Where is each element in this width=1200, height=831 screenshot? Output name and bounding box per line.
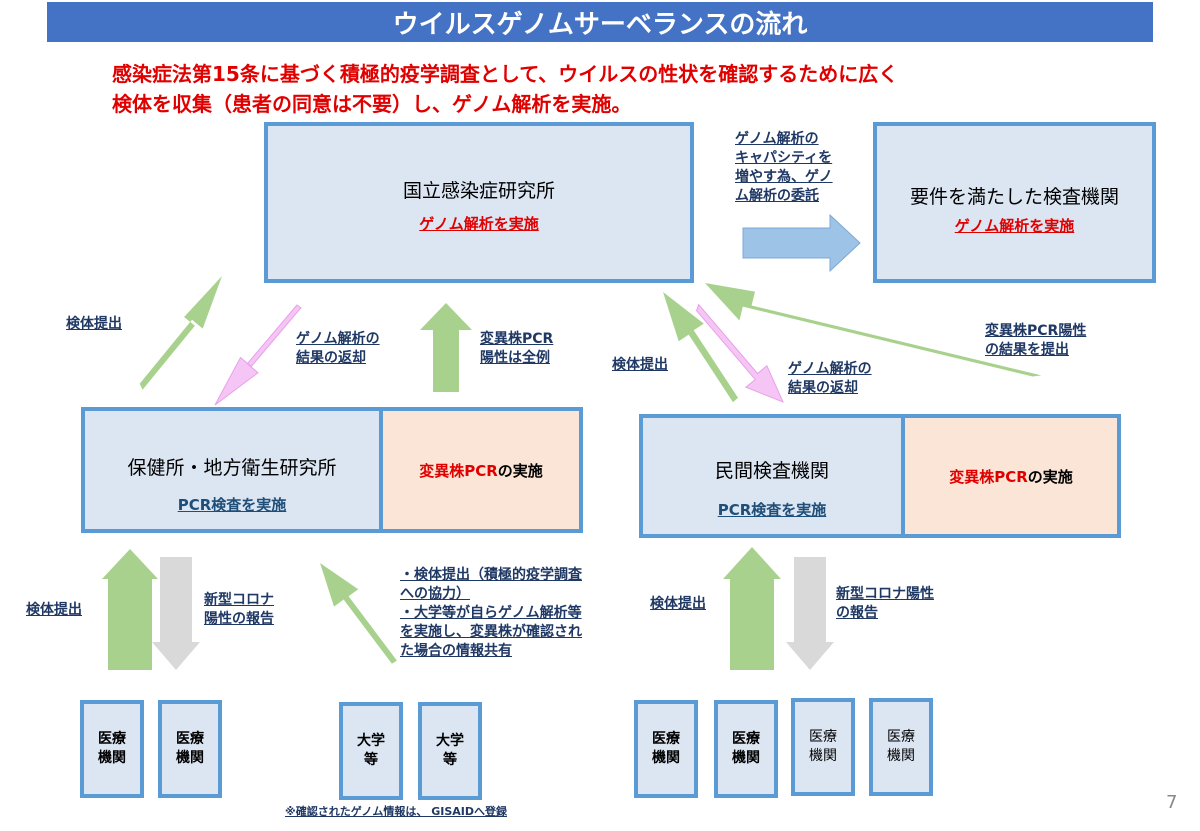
niid-name: 国立感染症研究所 [402,180,555,202]
return-label-left: ゲノム解析の 結果の返却 [296,331,380,366]
medical-institution-2: 医療機関 [158,700,222,798]
public-health-box: 保健所・地方衛生研究所 PCR検査を実施 [81,407,383,533]
private-lab-name: 民間検査機関 [714,460,829,482]
title-banner: ウイルスゲノムサーベランスの流れ [47,2,1153,42]
return-arrow-right [695,303,784,403]
submit-arrow-right [663,292,738,403]
intro-line-1: 感染症法第15条に基づく積極的疫学調査として、ウイルスの性状を確認するために広く [112,62,899,86]
university-1: 大学等 [339,702,403,800]
report-label-right: 新型コロナ陽性 の報告 [836,586,934,621]
report-arrow-left [152,557,200,670]
submit-label-bottom-right: 検体提出 [650,596,706,612]
medical-institution-6: 医療機関 [869,698,933,796]
variant-results-label: 変異株PCR陽性 の結果を提出 [985,323,1087,358]
medical-institution-4: 医療機関 [714,700,778,798]
submit-arrow-bottom-left [102,549,158,670]
niid-box: 国立感染症研究所 ゲノム解析を実施 [264,122,694,283]
private-lab-task: PCR検査を実施 [717,501,827,519]
return-label-right: ゲノム解析の 結果の返却 [788,361,872,396]
medical-institution-5: 医療機関 [791,698,855,796]
public-health-task: PCR検査を実施 [177,496,287,514]
report-label-left: 新型コロナ 陽性の報告 [204,592,274,627]
submit-label-right: 検体提出 [612,357,668,373]
medical-institution-3: 医療機関 [634,700,698,798]
niid-task: ゲノム解析を実施 [419,215,539,233]
page-number: 7 [1166,792,1178,813]
page-title: ウイルスゲノムサーベランスの流れ [392,9,808,40]
qualified-lab-name: 要件を満たした検査機関 [909,186,1119,208]
university-2: 大学等 [418,702,482,800]
submit-label-left: 検体提出 [66,316,122,332]
public-health-name: 保健所・地方衛生研究所 [127,457,337,479]
university-notes: ・検体提出（積極的疫学調査 への協力） ・大学等が自らゲノム解析等 を実施し、変… [400,567,582,659]
variant-all-arrow [420,303,472,392]
qualified-lab-task: ゲノム解析を実施 [954,217,1075,235]
variant-all-label: 変異株PCR 陽性は全例 [480,331,554,366]
footnote: ※確認されたゲノム情報は、 GISAIDへ登録 [285,805,507,818]
private-lab-box: 民間検査機関 PCR検査を実施 [639,414,905,538]
intro-line-2: 検体を収集（患者の同意は不要）し、ゲノム解析を実施。 [112,92,632,116]
submit-arrow-bottom-right [723,547,781,670]
outsource-label: ゲノム解析の キャパシティを 増やす為、ゲノ ム解析の委託 [735,131,833,204]
qualified-lab-box: 要件を満たした検査機関 ゲノム解析を実施 [873,122,1156,283]
submit-arrow-left [139,276,222,390]
report-arrow-right [786,557,834,670]
submit-label-bottom-left: 検体提出 [26,602,82,618]
variant-results-arrow [705,283,1042,377]
outsource-arrow [742,213,861,273]
medical-institution-1: 医療機関 [80,700,144,798]
submit-arrow-university [320,563,397,664]
return-arrow-left [214,304,302,406]
